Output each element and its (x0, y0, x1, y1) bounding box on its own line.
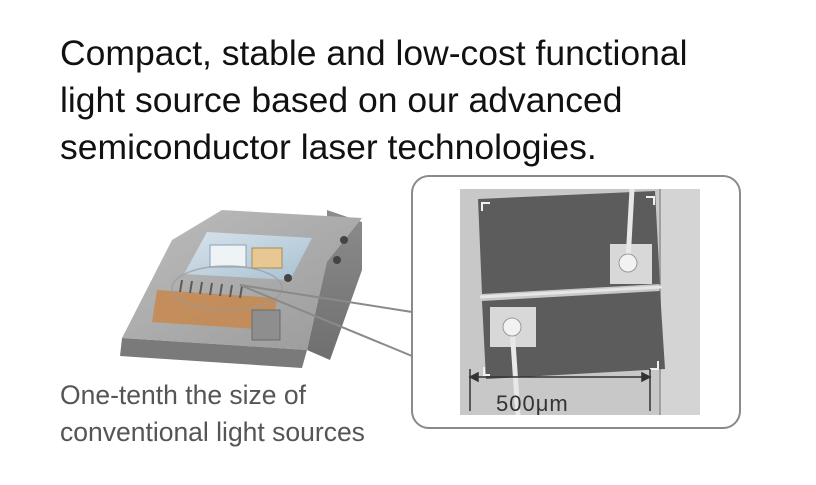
optics-block (209, 244, 247, 268)
bond-wire-lower (509, 326, 521, 415)
headline-line-3: semiconductor laser technologies. (60, 127, 597, 167)
headline-line-1: Compact, stable and low-cost functional (60, 33, 688, 73)
bond-ball-upper (618, 253, 638, 273)
optics-block (251, 247, 283, 269)
scale-label: 500μm (496, 392, 569, 416)
optics-window (184, 232, 312, 280)
headline: Compact, stable and low-cost functional … (60, 30, 780, 171)
bond-ball-lower (502, 317, 522, 337)
caption-line-2: conventional light sources (60, 417, 365, 447)
connector-hole (284, 274, 292, 282)
size-caption: One-tenth the size of conventional light… (60, 377, 400, 451)
headline-line-2: light source based on our advanced (60, 80, 623, 120)
connector-hole (333, 256, 341, 264)
bond-wire-upper (625, 189, 635, 262)
module-front (120, 338, 307, 368)
scale-value: 500 (496, 391, 536, 416)
connector-plug (251, 309, 281, 341)
scale-unit: μm (535, 391, 569, 416)
chip-gap (479, 285, 663, 299)
scale-bar (468, 369, 652, 411)
connector-hole (340, 236, 348, 244)
zoom-inset-frame: 500μm (411, 175, 741, 429)
laser-module-illustration (120, 210, 362, 368)
caption-line-1: One-tenth the size of (60, 380, 307, 410)
substrate-edge (660, 189, 700, 415)
corner-marks (481, 196, 659, 376)
laser-chip-micrograph (460, 189, 700, 415)
